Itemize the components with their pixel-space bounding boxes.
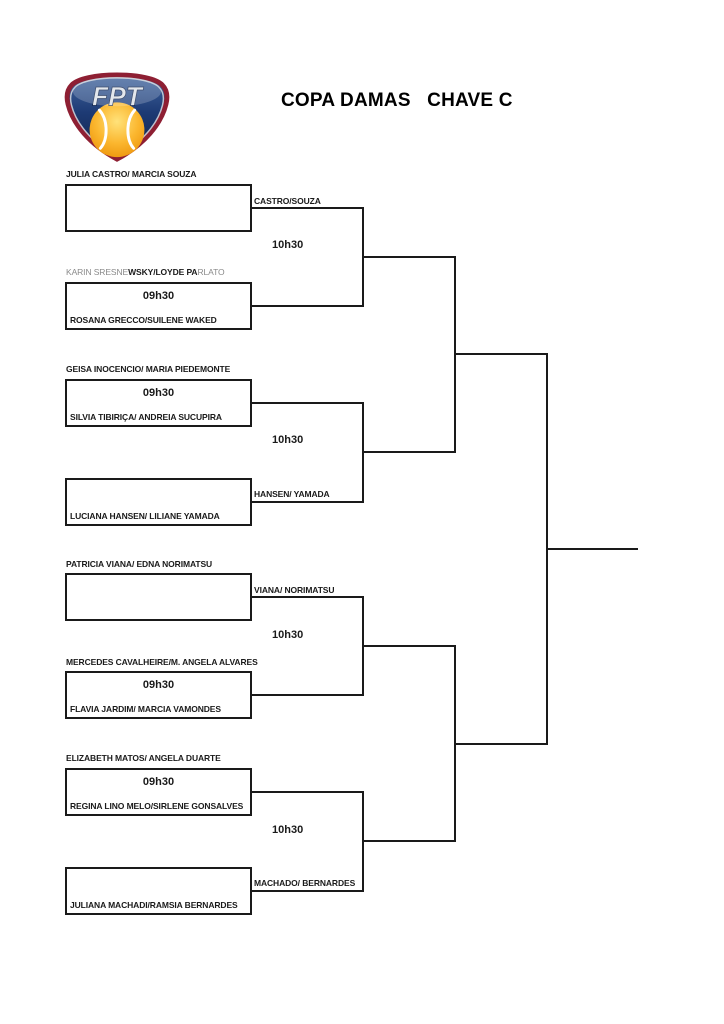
team-name-viana-norimatsu: PATRICIA VIANA/ EDNA NORIMATSU — [66, 559, 213, 569]
ball-seam-right — [126, 108, 137, 150]
bracket-line — [362, 451, 456, 453]
bracket-line — [250, 694, 364, 696]
team-name-grecco-waked: ROSANA GRECCO/SUILENE WAKED — [70, 315, 217, 325]
bracket-line — [362, 645, 456, 647]
team-name-hansen-yamada: LUCIANA HANSEN/ LILIANE YAMADA — [70, 511, 220, 521]
match-time: 09h30 — [142, 387, 175, 399]
logo-gloss — [72, 76, 162, 107]
bracket-line — [250, 402, 364, 404]
advancing-team-hansen-yamada: HANSEN/ YAMADA — [254, 489, 330, 499]
ball-seam-left — [97, 108, 108, 150]
fpt-logo: FPT — [58, 71, 176, 163]
bracket-line — [454, 353, 548, 355]
bracket-line-final — [546, 548, 638, 550]
advancing-team-machado-bernardes: MACHADO/ BERNARDES — [254, 878, 356, 888]
bracket-line — [250, 305, 364, 307]
match-box-4: LUCIANA HANSEN/ LILIANE YAMADA — [65, 478, 252, 526]
match-box-5 — [65, 573, 252, 621]
bracket-line — [250, 501, 364, 503]
advancing-team-viana-norimatsu: VIANA/ NORIMATSU — [254, 585, 335, 595]
round2-time: 10h30 — [272, 239, 304, 251]
round2-time: 10h30 — [272, 824, 304, 836]
bracket-line — [250, 791, 364, 793]
bracket-line — [250, 207, 364, 209]
page-title: COPA DAMAS CHAVE C — [281, 90, 513, 111]
team-name-matos-duarte: ELIZABETH MATOS/ ANGELA DUARTE — [66, 753, 221, 763]
fpt-logo-graphic: FPT — [64, 72, 170, 162]
team-name-machado-bernardes: JULIANA MACHADI/RAMSIA BERNARDES — [70, 900, 238, 910]
round2-time: 10h30 — [272, 434, 304, 446]
team-name-cavalheire-alvares: MERCEDES CAVALHEIRE/M. ANGELA ALVARES — [66, 657, 258, 667]
bracket-line — [362, 256, 456, 258]
match-time: 09h30 — [142, 679, 175, 691]
logo-text: FPT — [92, 81, 144, 111]
bracket-line — [362, 840, 456, 842]
match-time: 09h30 — [142, 290, 175, 302]
team-name-sresnewsky-parlato: KARIN SRESNEWSKY/LOYDE PARLATO — [66, 267, 225, 277]
advancing-team-castro-souza: CASTRO/SOUZA — [254, 196, 321, 206]
match-box-8: JULIANA MACHADI/RAMSIA BERNARDES — [65, 867, 252, 915]
team-name-jardim-vamondes: FLAVIA JARDIM/ MARCIA VAMONDES — [70, 704, 221, 714]
bracket-line — [250, 890, 364, 892]
match-box-2: 09h30 ROSANA GRECCO/SUILENE WAKED — [65, 282, 252, 330]
match-box-3: 09h30 SILVIA TIBIRIÇA/ ANDREIA SUCUPIRA — [65, 379, 252, 427]
team-name-tibirica-sucupira: SILVIA TIBIRIÇA/ ANDREIA SUCUPIRA — [70, 412, 222, 422]
round2-time: 10h30 — [272, 629, 304, 641]
match-time: 09h30 — [142, 776, 175, 788]
match-box-1 — [65, 184, 252, 232]
bracket-line — [454, 743, 548, 745]
match-box-6: 09h30 FLAVIA JARDIM/ MARCIA VAMONDES — [65, 671, 252, 719]
match-box-7: 09h30 REGINA LINO MELO/SIRLENE GONSALVES — [65, 768, 252, 816]
team-name-melo-gonsalves: REGINA LINO MELO/SIRLENE GONSALVES — [70, 801, 244, 811]
bracket-line — [250, 596, 364, 598]
team-name-castro-souza: JULIA CASTRO/ MARCIA SOUZA — [66, 169, 197, 179]
team-name-inocencio-piedemonte: GEISA INOCENCIO/ MARIA PIEDEMONTE — [66, 364, 231, 374]
